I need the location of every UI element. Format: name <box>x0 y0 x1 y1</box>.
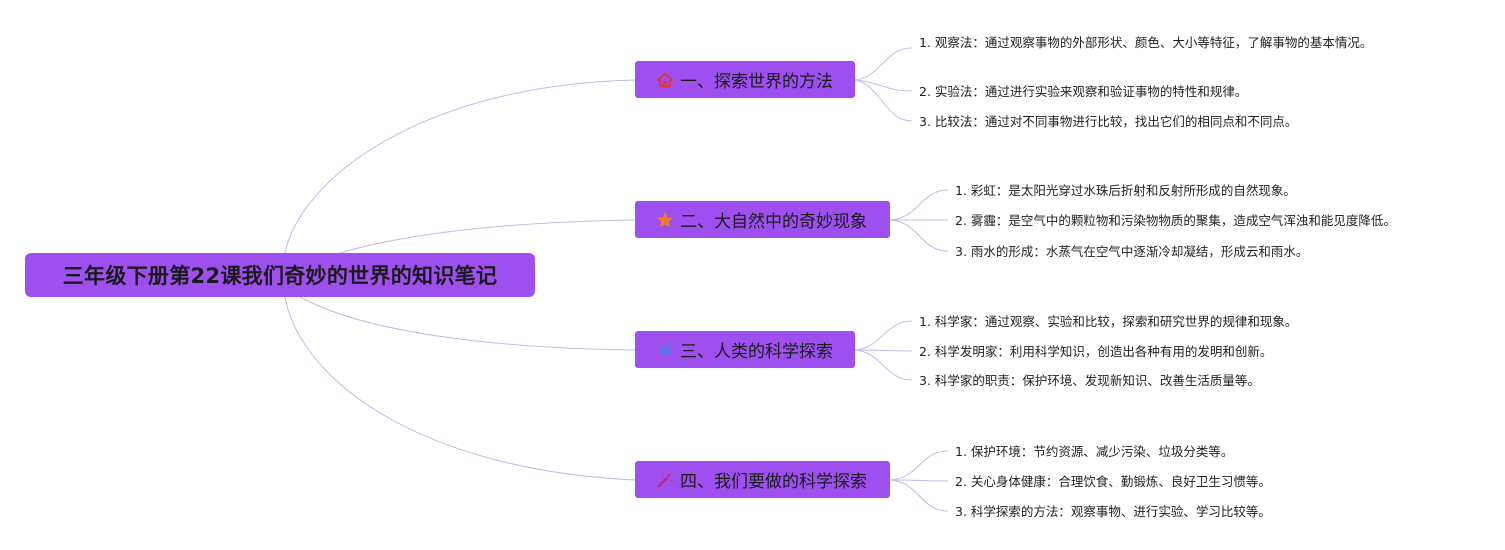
branch-topic-2[interactable]: 二、大自然中的奇妙现象 <box>635 201 890 238</box>
root-topic-title: 三年级下册第22课我们奇妙的世界的知识笔记 <box>62 264 498 288</box>
connector-root-branch-3 <box>299 296 636 351</box>
connector-b2-leaf-3 <box>889 219 949 252</box>
leaf-topic-1-1[interactable]: 1. 观察法：通过观察事物的外部形状、颜色、大小等特征，了解事物的基本情况。 <box>919 35 1373 50</box>
leaf-topic-4-3[interactable]: 3. 科学探索的方法：观察事物、进行实验、学习比较等。 <box>955 504 1271 519</box>
connector-b3-leaf-1 <box>854 320 913 351</box>
leaf-topic-3-1[interactable]: 1. 科学家：通过观察、实验和比较，探索和研究世界的规律和现象。 <box>919 314 1298 329</box>
connector-root-branch-1 <box>284 79 636 254</box>
connector-b4-leaf-2 <box>889 479 949 482</box>
leaf-topic-1-3[interactable]: 3. 比较法：通过对不同事物进行比较，找出它们的相同点和不同点。 <box>919 114 1298 129</box>
connector-b3-leaf-3 <box>854 349 913 381</box>
connector-b1-leaf-3 <box>854 79 913 122</box>
branch-topic-3[interactable]: 三、人类的科学探索 <box>635 331 855 368</box>
connector-b3-leaf-2 <box>854 349 913 352</box>
connector-root-branch-4 <box>284 296 636 481</box>
branch-topic-4[interactable]: 四、我们要做的科学探索 <box>635 461 890 498</box>
leaf-topic-4-1[interactable]: 1. 保护环境：节约资源、减少污染、垃圾分类等。 <box>955 444 1234 459</box>
connector-b4-leaf-3 <box>889 479 949 512</box>
branch-topic-1-title: 一、探索世界的方法 <box>680 72 833 92</box>
branch-topic-2-title: 二、大自然中的奇妙现象 <box>680 212 867 232</box>
leaf-topic-2-2[interactable]: 2. 雾霾：是空气中的颗粒物和污染物物质的聚集，造成空气浑浊和能见度降低。 <box>955 213 1396 228</box>
leaf-topic-2-3[interactable]: 3. 雨水的形成：水蒸气在空气中逐渐冷却凝结，形成云和雨水。 <box>955 244 1309 259</box>
leaf-topic-3-3[interactable]: 3. 科学家的职责：保护环境、发现新知识、改善生活质量等。 <box>919 373 1260 388</box>
leaf-topic-1-2[interactable]: 2. 实验法：通过进行实验来观察和验证事物的特性和规律。 <box>919 84 1248 99</box>
branch-topic-4-title: 四、我们要做的科学探索 <box>680 472 867 492</box>
connector-b1-leaf-2 <box>854 79 913 92</box>
bird-icon <box>655 340 675 360</box>
leaf-topic-3-2[interactable]: 2. 科学发明家：利用科学知识，创造出各种有用的发明和创新。 <box>919 344 1273 359</box>
connector-b4-leaf-1 <box>889 450 949 481</box>
connector-b2-leaf-1 <box>889 189 949 221</box>
leaf-topic-2-1[interactable]: 1. 彩虹：是太阳光穿过水珠后折射和反射所形成的自然现象。 <box>955 183 1296 198</box>
connector-root-branch-2 <box>339 219 636 254</box>
branch-topic-3-title: 三、人类的科学探索 <box>680 342 833 362</box>
house-icon <box>655 70 675 90</box>
root-topic[interactable]: 三年级下册第22课我们奇妙的世界的知识笔记 <box>25 253 535 297</box>
branch-topic-1[interactable]: 一、探索世界的方法 <box>635 61 855 98</box>
connector-b1-leaf-1 <box>854 47 913 81</box>
magic-wand-icon <box>655 470 675 490</box>
star-icon <box>655 210 675 230</box>
leaf-topic-4-2[interactable]: 2. 关心身体健康：合理饮食、勤锻炼、良好卫生习惯等。 <box>955 474 1271 489</box>
